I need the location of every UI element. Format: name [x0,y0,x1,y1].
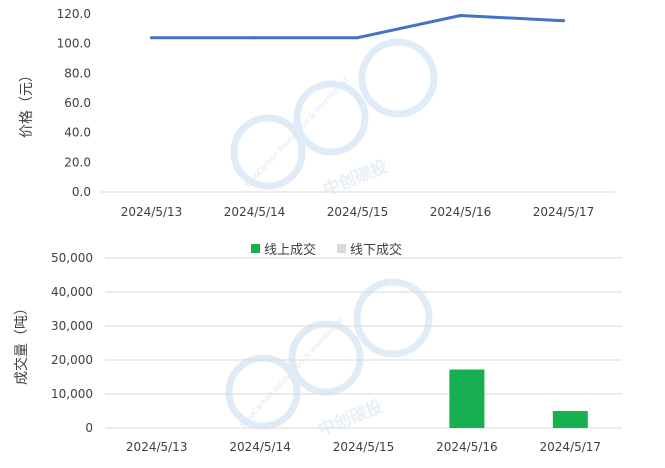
price-line [150,14,565,40]
watermark-ring [358,38,438,118]
volume-x-tick-label: 2024/5/17 [540,440,602,454]
price-point [459,13,462,17]
volume-x-tick-label: 2024/5/13 [126,440,188,454]
volume-y-tick-label: 40,000 [51,285,93,299]
price-x-axis: 2024/5/13 2024/5/14 2024/5/15 2024/5/16 2024… [121,205,595,219]
price-x-tick-label: 2024/5/17 [533,205,595,219]
watermark-ring [288,320,364,396]
price-y-tick-label: 80.0 [64,66,91,80]
watermark-bottom: SinoCarbon Innovation & Investment 中创碳投 [225,278,433,441]
price-y-tick-label: 120.0 [57,7,91,21]
bar-online [449,369,485,428]
watermark-ring [353,278,433,358]
price-point [356,36,359,40]
volume-y-axis-title: 成交量（吨） [13,301,30,385]
volume-y-tick-label: 20,000 [51,353,93,367]
price-y-tick-label: 20.0 [64,155,91,169]
legend: 线上成交 线下成交 [251,242,402,258]
legend-swatch-online [251,244,260,253]
price-series [150,13,565,40]
price-point [253,36,256,40]
volume-bars [449,369,588,428]
volume-y-axis: 0 10,000 20,000 30,000 40,000 50,000 [51,251,93,435]
price-y-axis: 0.0 20.0 40.0 60.0 80.0 100.0 120.0 [57,7,91,199]
volume-y-tick-label: 10,000 [51,387,93,401]
watermark-ring [225,354,301,430]
volume-x-tick-label: 2024/5/16 [436,440,498,454]
price-y-tick-label: 60.0 [64,96,91,110]
volume-x-tick-label: 2024/5/14 [229,440,291,454]
watermark-top: SinoCarbon Innovation & Investment 中创碳投 [230,38,438,201]
volume-gridlines [105,257,622,429]
price-x-tick-label: 2024/5/13 [121,205,183,219]
volume-x-axis: 2024/5/13 2024/5/14 2024/5/15 2024/5/16 2024… [126,440,601,454]
price-x-tick-label: 2024/5/14 [224,205,286,219]
price-y-tick-label: 40.0 [64,126,91,140]
price-point [562,19,565,23]
legend-label-online: 线上成交 [264,242,316,258]
price-x-tick-label: 2024/5/15 [327,205,389,219]
volume-x-tick-label: 2024/5/15 [333,440,395,454]
watermark-cn: 中创碳投 [315,396,386,441]
bar-online [552,411,588,428]
price-point [150,36,153,40]
volume-y-tick-label: 30,000 [51,319,93,333]
price-x-tick-label: 2024/5/16 [430,205,492,219]
watermark-ring [230,114,306,190]
watermark-cn: 中创碳投 [320,156,391,201]
legend-swatch-offline [337,244,346,253]
volume-y-tick-label: 50,000 [51,251,93,265]
price-y-axis-title: 价格（元） [19,68,35,138]
watermark-ring [293,80,369,156]
legend-label-offline: 线下成交 [350,242,402,258]
price-y-tick-label: 0.0 [72,185,91,199]
price-y-tick-label: 100.0 [57,37,91,51]
volume-y-tick-label: 0 [85,421,93,435]
